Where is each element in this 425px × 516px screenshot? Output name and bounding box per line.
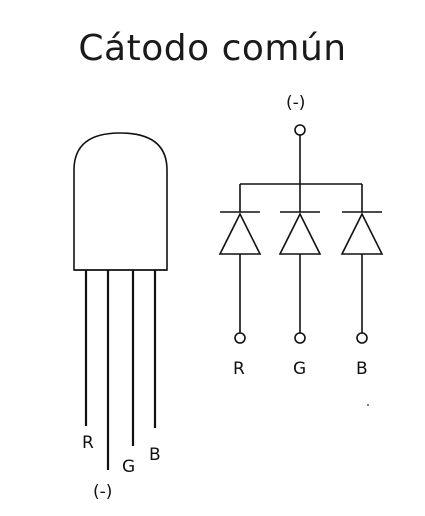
terminal-r [234, 332, 246, 344]
common-terminal [294, 124, 306, 136]
schematic-label-b: B [356, 359, 368, 379]
stray-dot [367, 404, 369, 406]
schematic-label-common: (-) [286, 93, 305, 113]
schematic-label-g: G [293, 359, 306, 379]
led-leads [84, 270, 157, 470]
diode-b [340, 211, 384, 255]
lead-label-r: R [82, 433, 94, 453]
lead-label-g: G [122, 457, 135, 477]
diagram-title: Cátodo común [78, 28, 347, 69]
led-package [73, 132, 168, 271]
led-dome [73, 132, 168, 271]
terminal-b [356, 332, 368, 344]
schematic-label-r: R [233, 359, 245, 379]
diode-g [278, 211, 322, 255]
lead-label-b: B [149, 445, 161, 465]
schematic-wires [239, 135, 363, 333]
terminal-g [294, 332, 306, 344]
diode-r [218, 211, 262, 255]
lead-label-common: (-) [93, 482, 112, 502]
